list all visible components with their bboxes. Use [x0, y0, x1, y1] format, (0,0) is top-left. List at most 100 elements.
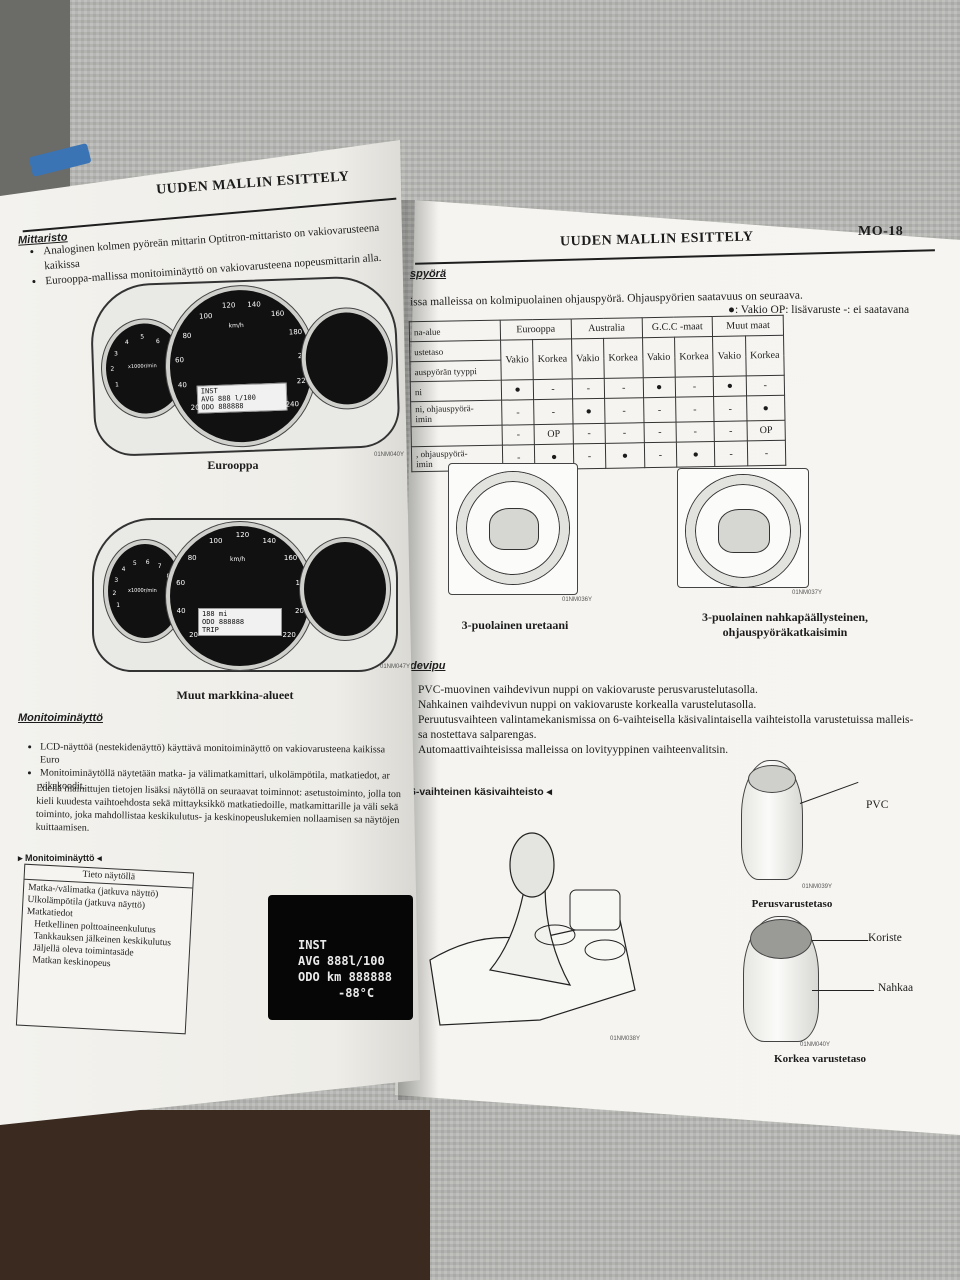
- table-cell: -: [573, 443, 606, 469]
- subsection-6-speed: 6-vaihteinen käsivaihteisto ◂: [410, 786, 552, 798]
- monitor-paragraph: Edellä mainittujen tietojen lisäksi näyt…: [35, 782, 402, 834]
- table-cell: -: [572, 378, 605, 399]
- arrow-left-icon: ◂: [97, 853, 102, 863]
- table-cell: -: [714, 440, 748, 467]
- table-cell: -: [533, 398, 573, 425]
- table-cell: -: [643, 442, 677, 468]
- table-cell: -: [675, 376, 714, 398]
- tacho-unit: x1000r/min: [127, 363, 157, 371]
- table-cell: -: [501, 399, 535, 426]
- speed-tick-label: 60: [176, 579, 186, 588]
- table-level: Vakio: [712, 335, 746, 377]
- speed-tick-label: 200: [294, 606, 309, 615]
- photo-lcd-line: ODO km 888888: [298, 970, 392, 984]
- tacho-tick-label: 5: [132, 559, 137, 567]
- table-cell: -: [605, 422, 644, 444]
- tacho-tick-label: 1: [116, 601, 121, 609]
- speed-tick-label: 160: [283, 554, 298, 563]
- speed-tick-label: 220: [282, 631, 296, 639]
- table-level: Korkea: [745, 335, 785, 376]
- table-region: G.C.C -maat: [641, 316, 713, 338]
- fuel-temp-gauge: [300, 306, 394, 410]
- table-cell: -: [604, 397, 644, 424]
- multi-info-display: INST AVG 888 l/100 ODO 888888: [196, 382, 288, 414]
- knob1-caption: Perusvarustetaso: [751, 898, 833, 910]
- table-cell: OP: [746, 420, 786, 441]
- steering-wheel-leather-illustration: [677, 468, 809, 588]
- knob2-caption: Korkea varustetaso: [774, 1053, 866, 1065]
- table-level: Vakio: [571, 338, 605, 379]
- arrow-right-icon: ▸: [18, 853, 23, 863]
- photo-lcd-line: -88°C: [338, 986, 375, 1000]
- speed-tick-label: 100: [209, 536, 223, 545]
- table-cell: -: [502, 424, 535, 446]
- table-cell: ●: [642, 377, 676, 398]
- table-level: Korkea: [674, 336, 714, 378]
- knob2-code: 01NM040Y: [800, 1042, 831, 1048]
- table-cell: -: [643, 397, 676, 423]
- tacho-tick-label: 5: [140, 333, 145, 342]
- vaihde-line: Nahkainen vaihdevivun nuppi on vakiovaru…: [418, 699, 757, 711]
- photo-lcd-line: AVG 888l/100: [298, 954, 385, 968]
- table-row-label: ni, ohjauspyörä- imin: [410, 400, 503, 427]
- table-cell: -: [604, 377, 644, 399]
- table-level: Vakio: [642, 337, 676, 378]
- speed-tick-label: 20: [190, 403, 200, 412]
- section-monitoiminaytto: Monitoiminäyttö: [18, 712, 103, 724]
- cluster2-code: 01NM047Y: [380, 664, 411, 670]
- tacho-tick-label: 4: [124, 338, 129, 346]
- steering-hub: [489, 508, 539, 550]
- koriste-label: Koriste: [868, 932, 902, 944]
- table-region: Muut maat: [712, 315, 784, 337]
- cluster2-caption: Muut markkina-alueet: [176, 688, 294, 702]
- tacho-tick-label: 6: [155, 337, 160, 345]
- gear-knob-leather-illustration: [743, 916, 819, 1042]
- speed-tick-label: 180: [288, 327, 303, 337]
- multi-info-display: 188 mi ODO 888888 TRIP: [198, 608, 282, 636]
- table-region: Australia: [570, 317, 643, 339]
- vaihde-line: PVC-muovinen vaihdevivun nuppi on vakiov…: [418, 684, 758, 696]
- table-cell: ●: [746, 395, 786, 421]
- right-page-number: MO-18: [858, 224, 904, 239]
- table-cell: OP: [534, 423, 574, 445]
- monitor-bullet: LCD-näyttöä (nestekidenäyttö) käyttävä m…: [40, 740, 406, 769]
- vaihde-line: Automaattivaihteisissa malleissa on lovi…: [418, 744, 729, 756]
- speed-tick-label: 20: [189, 631, 198, 639]
- table-cell: -: [675, 421, 715, 443]
- table-cell: -: [713, 395, 747, 422]
- table-cell: ●: [501, 379, 534, 401]
- wheel1-caption: 3-puolainen uretaani: [461, 618, 569, 632]
- wheel2-code: 01NM037Y: [792, 590, 823, 596]
- table-cell: -: [714, 420, 748, 442]
- photo-lcd-line: INST: [298, 938, 327, 952]
- speed-tick-label: 80: [187, 554, 197, 563]
- speed-tick-label: 240: [285, 399, 300, 409]
- table-cell: -: [643, 422, 677, 443]
- knob-top: [750, 919, 812, 959]
- tacho-tick-label: 3: [114, 576, 119, 584]
- fuel-temp-gauge: [300, 538, 390, 640]
- arrow-left-icon: ◂: [546, 786, 552, 798]
- wheel1-code: 01NM036Y: [562, 597, 593, 603]
- lcd-line: ODO 888888: [202, 618, 245, 626]
- lcd-line: ODO 888888: [201, 402, 244, 412]
- speed-tick-label: 120: [221, 301, 236, 310]
- display-info-table: Tieto näytöllä Matka-/välimatka (jatkuva…: [15, 863, 195, 1035]
- instrument-cluster-other-markets: x1000r/min 12345678 km/h 188 mi ODO 8888…: [92, 518, 398, 672]
- speed-tick-label: 140: [262, 536, 276, 545]
- speed-tick-label: 40: [176, 606, 186, 615]
- availability-legend: ●: Vakio OP: lisävaruste -: ei saatavana: [728, 304, 910, 316]
- steering-rim: [686, 475, 800, 587]
- minitable-title: ▸ Monitoiminäyttö ◂: [18, 853, 102, 864]
- tacho-tick-label: 2: [110, 365, 115, 374]
- table-cell: ●: [713, 375, 747, 397]
- steering-wheel-urethane-illustration: [448, 463, 578, 595]
- table-cell: -: [675, 396, 715, 423]
- koriste-leader-line: [812, 940, 868, 941]
- table-cell: -: [533, 378, 573, 400]
- nahkaa-leader-line: [812, 990, 874, 991]
- speed-tick-label: 80: [182, 331, 192, 341]
